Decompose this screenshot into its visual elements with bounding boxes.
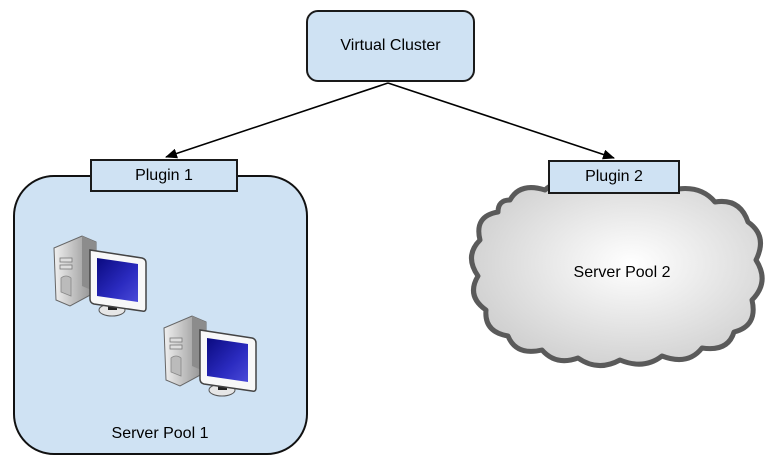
edge-cluster-to-plugin-1 (165, 82, 389, 159)
server-pool-2-label: Server Pool 2 (573, 264, 671, 281)
server-pool-1-label: Server Pool 1 (111, 425, 209, 442)
plugin-1-node[interactable]: Plugin 1 (90, 159, 238, 192)
plugin-2-label: Plugin 2 (585, 168, 643, 185)
server-pool-1-container (13, 175, 308, 455)
virtual-cluster-label: Virtual Cluster (340, 37, 441, 54)
plugin-2-node[interactable]: Plugin 2 (548, 160, 680, 194)
edge-cluster-to-plugin-2 (387, 82, 615, 160)
plugin-1-label: Plugin 1 (135, 166, 193, 184)
virtual-cluster-node[interactable]: Virtual Cluster (306, 10, 475, 82)
